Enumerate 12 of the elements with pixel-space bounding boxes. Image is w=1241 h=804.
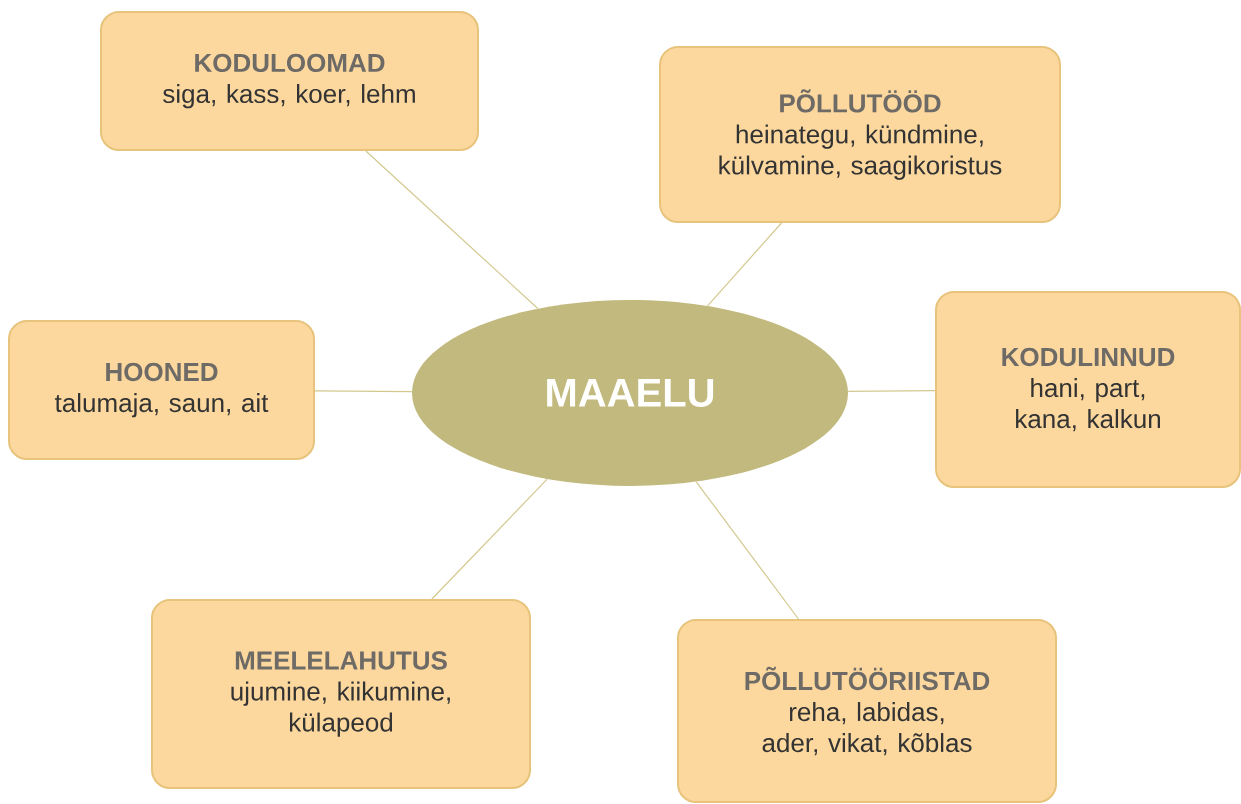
connector-line xyxy=(695,481,800,620)
topic-box: PÕLLUTÖÖD heinategu, kündmine, külvamine, saagikoristus xyxy=(659,46,1061,223)
topic-box: MEELELAHUTUS ujumine, kiikumine, külapeod xyxy=(151,599,531,789)
topic-box: HOONED talumaja, saun, ait xyxy=(8,320,315,460)
connector-line xyxy=(707,222,783,307)
connector-line xyxy=(365,150,539,310)
connector-line xyxy=(847,390,936,392)
connector-line xyxy=(431,478,548,600)
connector-line xyxy=(314,390,413,393)
topic-box: KODULINNUD hani, part, kana, kalkun xyxy=(935,291,1241,488)
topic-box: KODULOOMAD siga, kass, koer, lehm xyxy=(100,11,479,151)
topic-box: PÕLLUTÖÖRIISTAD reha, labidas, ader, vikat, kõblas xyxy=(677,619,1057,803)
